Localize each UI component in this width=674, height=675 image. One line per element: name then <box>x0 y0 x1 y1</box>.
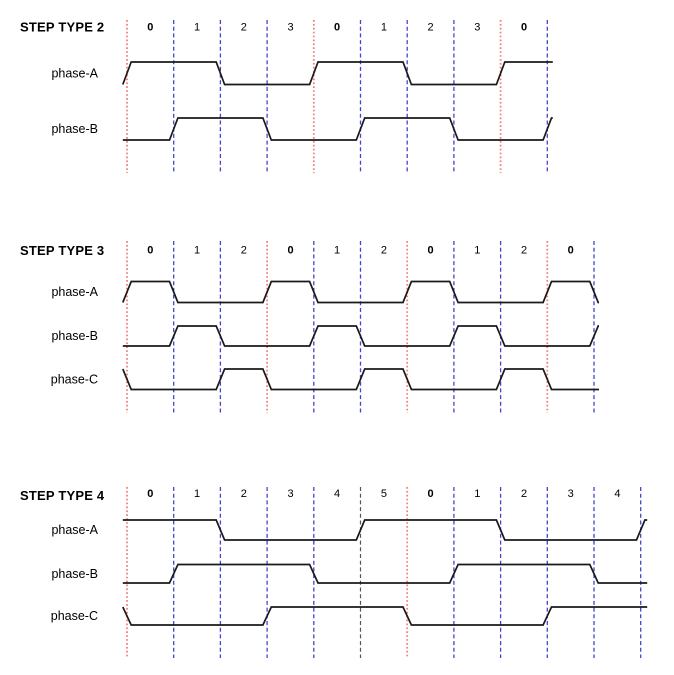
step-number: 0 <box>428 245 434 257</box>
diagram-title: STEP TYPE 3 <box>20 243 104 258</box>
waveform-phase-B <box>122 563 648 584</box>
step-number: 2 <box>381 245 387 257</box>
step-number: 1 <box>474 245 480 257</box>
step-number: 0 <box>147 22 153 34</box>
phase-label: phase-A <box>51 66 98 80</box>
phase-label: phase-B <box>51 329 98 343</box>
step-number: 1 <box>474 488 480 500</box>
phase-label: phase-A <box>51 285 98 299</box>
step-number: 1 <box>194 245 200 257</box>
step-number: 0 <box>287 245 293 257</box>
step-number: 2 <box>241 488 247 500</box>
step-number: 1 <box>334 245 340 257</box>
diagram-step-type: STEP TYPE 3 0 1 2 0 1 2 0 1 2 0 phase-A phase-B phase… <box>20 241 599 413</box>
step-number: 1 <box>381 22 387 34</box>
step-number: 4 <box>334 488 340 500</box>
diagram-title: STEP TYPE 4 <box>20 488 105 503</box>
step-number: 3 <box>287 488 293 500</box>
phase-label: phase-C <box>51 609 98 623</box>
step-number: 3 <box>568 488 574 500</box>
step-number: 2 <box>521 245 527 257</box>
step-number: 5 <box>381 488 387 500</box>
waveform-phase-A <box>122 519 648 541</box>
waveform-phase-B <box>122 117 553 141</box>
diagram-step-type: STEP TYPE 2 0 1 2 3 0 1 2 3 0 phase-A phase-B <box>20 20 553 173</box>
step-number: 1 <box>194 488 200 500</box>
step-number: 2 <box>521 488 527 500</box>
waveform-phase-C <box>122 368 599 391</box>
step-number: 4 <box>614 488 620 500</box>
phase-label: phase-B <box>51 122 98 136</box>
step-number: 3 <box>287 22 293 34</box>
step-number: 2 <box>241 22 247 34</box>
step-number: 0 <box>568 245 574 257</box>
step-number: 0 <box>428 488 434 500</box>
phase-label: phase-B <box>51 567 98 581</box>
step-number: 3 <box>474 22 480 34</box>
waveform-phase-A <box>122 61 553 86</box>
step-number: 2 <box>241 245 247 257</box>
phase-label: phase-A <box>51 523 98 537</box>
step-number: 0 <box>147 488 153 500</box>
phase-label: phase-C <box>51 372 98 386</box>
step-number: 2 <box>428 22 434 34</box>
waveform-phase-C <box>122 606 648 626</box>
step-number: 0 <box>521 22 527 34</box>
step-number: 0 <box>147 245 153 257</box>
diagram-title: STEP TYPE 2 <box>20 20 104 35</box>
waveform-phase-B <box>122 325 599 347</box>
waveform-phase-A <box>122 280 599 304</box>
step-number: 0 <box>334 22 340 34</box>
step-number: 1 <box>194 22 200 34</box>
diagram-step-type: STEP TYPE 4 0 1 2 3 4 5 0 1 2 3 4 phase-A phase-B phas… <box>20 487 648 658</box>
